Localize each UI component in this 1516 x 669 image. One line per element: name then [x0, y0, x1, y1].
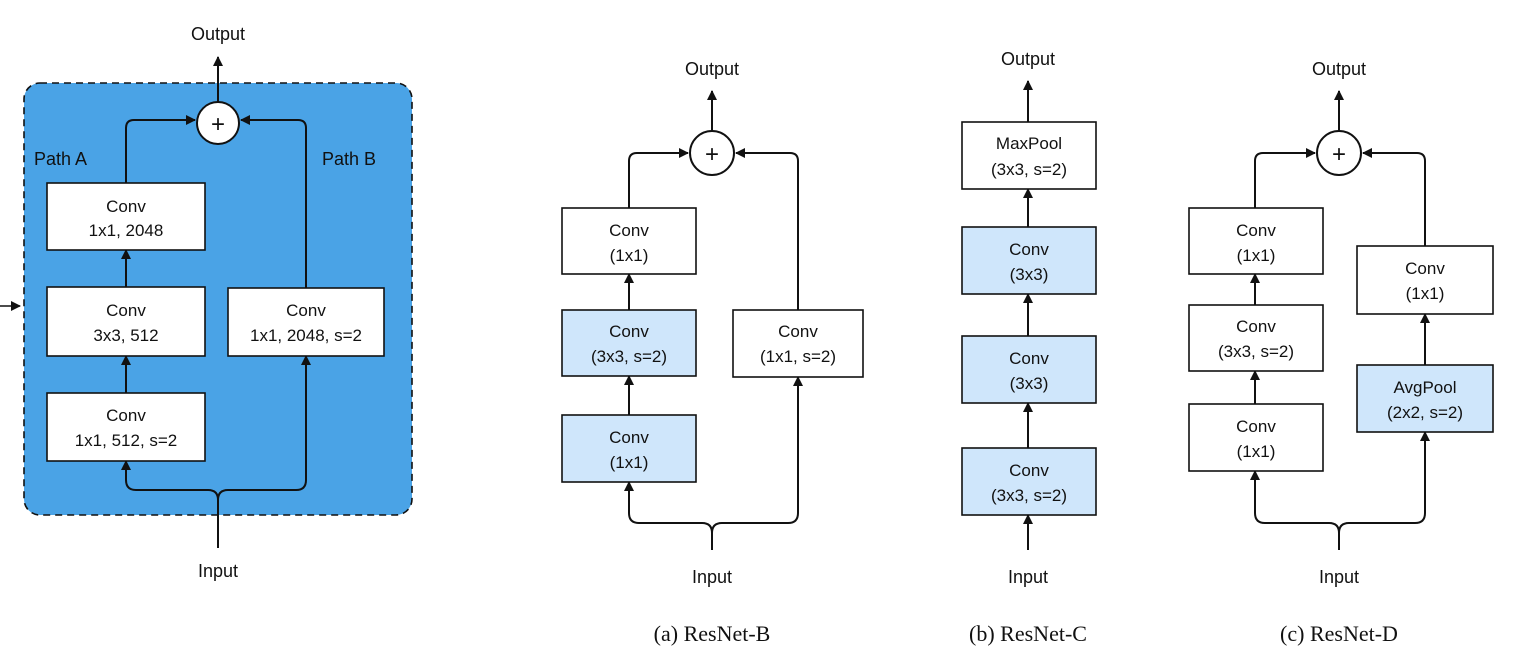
c-output-label: Output: [1001, 49, 1055, 69]
b-input-label: Input: [692, 567, 732, 587]
svg-text:(3x3): (3x3): [1010, 374, 1049, 393]
c-caption: (b) ResNet-C: [969, 621, 1087, 646]
left-path-a-label: Path A: [34, 149, 87, 169]
svg-text:AvgPool: AvgPool: [1393, 378, 1456, 397]
svg-text:Conv: Conv: [1236, 221, 1276, 240]
svg-text:1x1, 2048: 1x1, 2048: [89, 221, 164, 240]
svg-text:Conv: Conv: [106, 406, 146, 425]
svg-text:Conv: Conv: [609, 221, 649, 240]
left-box-path-a-mid: Conv 3x3, 512: [46, 286, 206, 357]
svg-text:Conv: Conv: [778, 322, 818, 341]
c-box-conv1: Conv (3x3): [961, 226, 1097, 295]
left-output-label: Output: [191, 24, 245, 44]
d-sum-node: [1316, 130, 1362, 176]
resnet-c-diagram: Output Input MaxPool (3x3, s=2) Conv (3x…: [961, 49, 1097, 646]
b-box-right: Conv (1x1, s=2): [732, 309, 864, 378]
svg-text:(3x3): (3x3): [1010, 265, 1049, 284]
d-input-label: Input: [1319, 567, 1359, 587]
svg-text:(3x3, s=2): (3x3, s=2): [991, 486, 1067, 505]
left-path-b-to-sum: [240, 115, 307, 288]
svg-text:Conv: Conv: [1009, 240, 1049, 259]
b-box-mid: Conv (3x3, s=2): [561, 309, 697, 377]
left-input-split-b: [217, 355, 311, 515]
c-input-label: Input: [1008, 567, 1048, 587]
svg-text:1x1, 512, s=2: 1x1, 512, s=2: [75, 431, 178, 450]
d-plus-symbol: +: [1332, 141, 1346, 168]
svg-text:(3x3, s=2): (3x3, s=2): [991, 160, 1067, 179]
left-box-path-a-bot: Conv 1x1, 512, s=2: [46, 392, 206, 462]
left-input-split-a: [121, 460, 219, 515]
b-input-split-left: [624, 481, 713, 550]
svg-text:1x1, 2048, s=2: 1x1, 2048, s=2: [250, 326, 362, 345]
svg-text:3x3, 512: 3x3, 512: [93, 326, 158, 345]
svg-text:(3x3, s=2): (3x3, s=2): [1218, 342, 1294, 361]
left-box-path-b: Conv 1x1, 2048, s=2: [227, 287, 385, 357]
b-input-split-right: [711, 376, 803, 550]
svg-text:(1x1): (1x1): [610, 453, 649, 472]
left-box-path-a-top: Conv 1x1, 2048: [46, 182, 206, 251]
svg-text:(1x1): (1x1): [610, 246, 649, 265]
resnet-d-diagram: Output + Input Conv (1x1) Conv (3x3, s=2…: [1188, 59, 1494, 646]
svg-text:Conv: Conv: [106, 197, 146, 216]
svg-text:Conv: Conv: [609, 322, 649, 341]
d-box-mid: Conv (3x3, s=2): [1188, 304, 1324, 372]
d-input-split-left: [1250, 470, 1340, 550]
c-box-conv3: Conv (3x3, s=2): [961, 447, 1097, 516]
left-sum-node: [196, 101, 240, 145]
d-box-bot: Conv (1x1): [1188, 403, 1324, 472]
svg-text:Conv: Conv: [1236, 317, 1276, 336]
b-box-top: Conv (1x1): [561, 207, 697, 275]
b-box-bot: Conv (1x1): [561, 414, 697, 483]
svg-text:Conv: Conv: [286, 301, 326, 320]
resnet-b-diagram: Output + Input Conv (1x1) Conv (3x3, s=2…: [561, 59, 864, 646]
svg-text:Conv: Conv: [1236, 417, 1276, 436]
svg-text:Conv: Conv: [1009, 461, 1049, 480]
d-box-right-conv: Conv (1x1): [1356, 245, 1494, 315]
left-panel: Output + Path A Path B Input Conv 1x1, 2…: [0, 24, 413, 581]
c-box-conv2: Conv (3x3): [961, 335, 1097, 404]
svg-text:(2x2, s=2): (2x2, s=2): [1387, 403, 1463, 422]
svg-text:Conv: Conv: [1405, 259, 1445, 278]
b-right-to-sum: [735, 148, 799, 310]
svg-text:(1x1): (1x1): [1237, 246, 1276, 265]
left-path-b-label: Path B: [322, 149, 376, 169]
d-output-label: Output: [1312, 59, 1366, 79]
left-path-a-to-sum: [125, 115, 196, 183]
d-left-to-sum: [1254, 148, 1316, 208]
d-right-to-sum: [1362, 148, 1426, 246]
d-input-split-right: [1338, 431, 1430, 550]
b-sum-node: [689, 130, 735, 176]
svg-text:Conv: Conv: [609, 428, 649, 447]
b-caption: (a) ResNet-B: [654, 621, 771, 646]
svg-text:MaxPool: MaxPool: [996, 134, 1062, 153]
b-plus-symbol: +: [705, 141, 719, 168]
d-caption: (c) ResNet-D: [1280, 621, 1398, 646]
left-plus-symbol: +: [211, 111, 225, 138]
c-box-maxpool: MaxPool (3x3, s=2): [961, 121, 1097, 190]
d-box-top: Conv (1x1): [1188, 207, 1324, 275]
svg-text:(1x1, s=2): (1x1, s=2): [760, 347, 836, 366]
b-left-to-sum: [628, 148, 689, 208]
svg-text:Conv: Conv: [106, 301, 146, 320]
svg-text:(3x3, s=2): (3x3, s=2): [591, 347, 667, 366]
svg-text:(1x1): (1x1): [1406, 284, 1445, 303]
d-box-avgpool: AvgPool (2x2, s=2): [1356, 364, 1494, 433]
left-input-label: Input: [198, 561, 238, 581]
svg-text:Conv: Conv: [1009, 349, 1049, 368]
svg-text:(1x1): (1x1): [1237, 442, 1276, 461]
b-output-label: Output: [685, 59, 739, 79]
